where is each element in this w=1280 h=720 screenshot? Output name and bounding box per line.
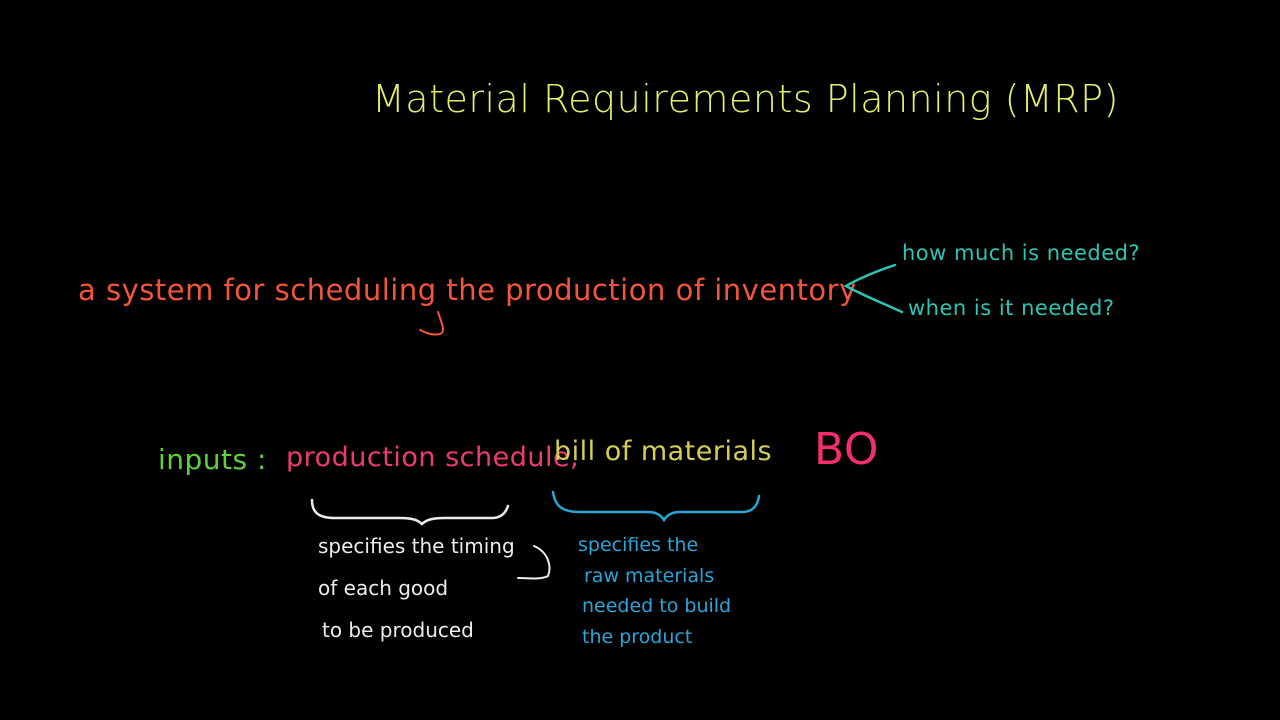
question-when: when is it needed? <box>908 296 1115 320</box>
inputs-label: inputs : <box>158 443 267 476</box>
note-bill-of-materials-line: specifies the <box>578 534 699 556</box>
mrp-definition: a system for scheduling the production o… <box>78 273 857 307</box>
question-how-much: how much is needed? <box>902 241 1141 265</box>
branch-bracket <box>843 263 904 314</box>
input-production-schedule: production schedule, <box>286 442 580 473</box>
brace-bill-of-materials <box>551 490 761 523</box>
note-production-schedule-line: specifies the timing <box>318 534 515 558</box>
input-bill-of-materials: bill of materials <box>554 436 773 467</box>
lesson-title: Material Requirements Planning (MRP) <box>372 77 1119 121</box>
brace-production-schedule <box>310 498 510 526</box>
note-production-schedule-line: of each good <box>318 576 449 600</box>
connector-hook <box>517 545 551 580</box>
note-production-schedule-line: to be produced <box>322 618 474 642</box>
note-bill-of-materials-line: raw materials <box>584 565 715 587</box>
note-bill-of-materials-line: the product <box>582 626 693 648</box>
note-bill-of-materials-line: needed to build <box>582 595 732 617</box>
abbreviation-bo: BO <box>814 424 880 475</box>
underline-flourish <box>419 311 445 336</box>
